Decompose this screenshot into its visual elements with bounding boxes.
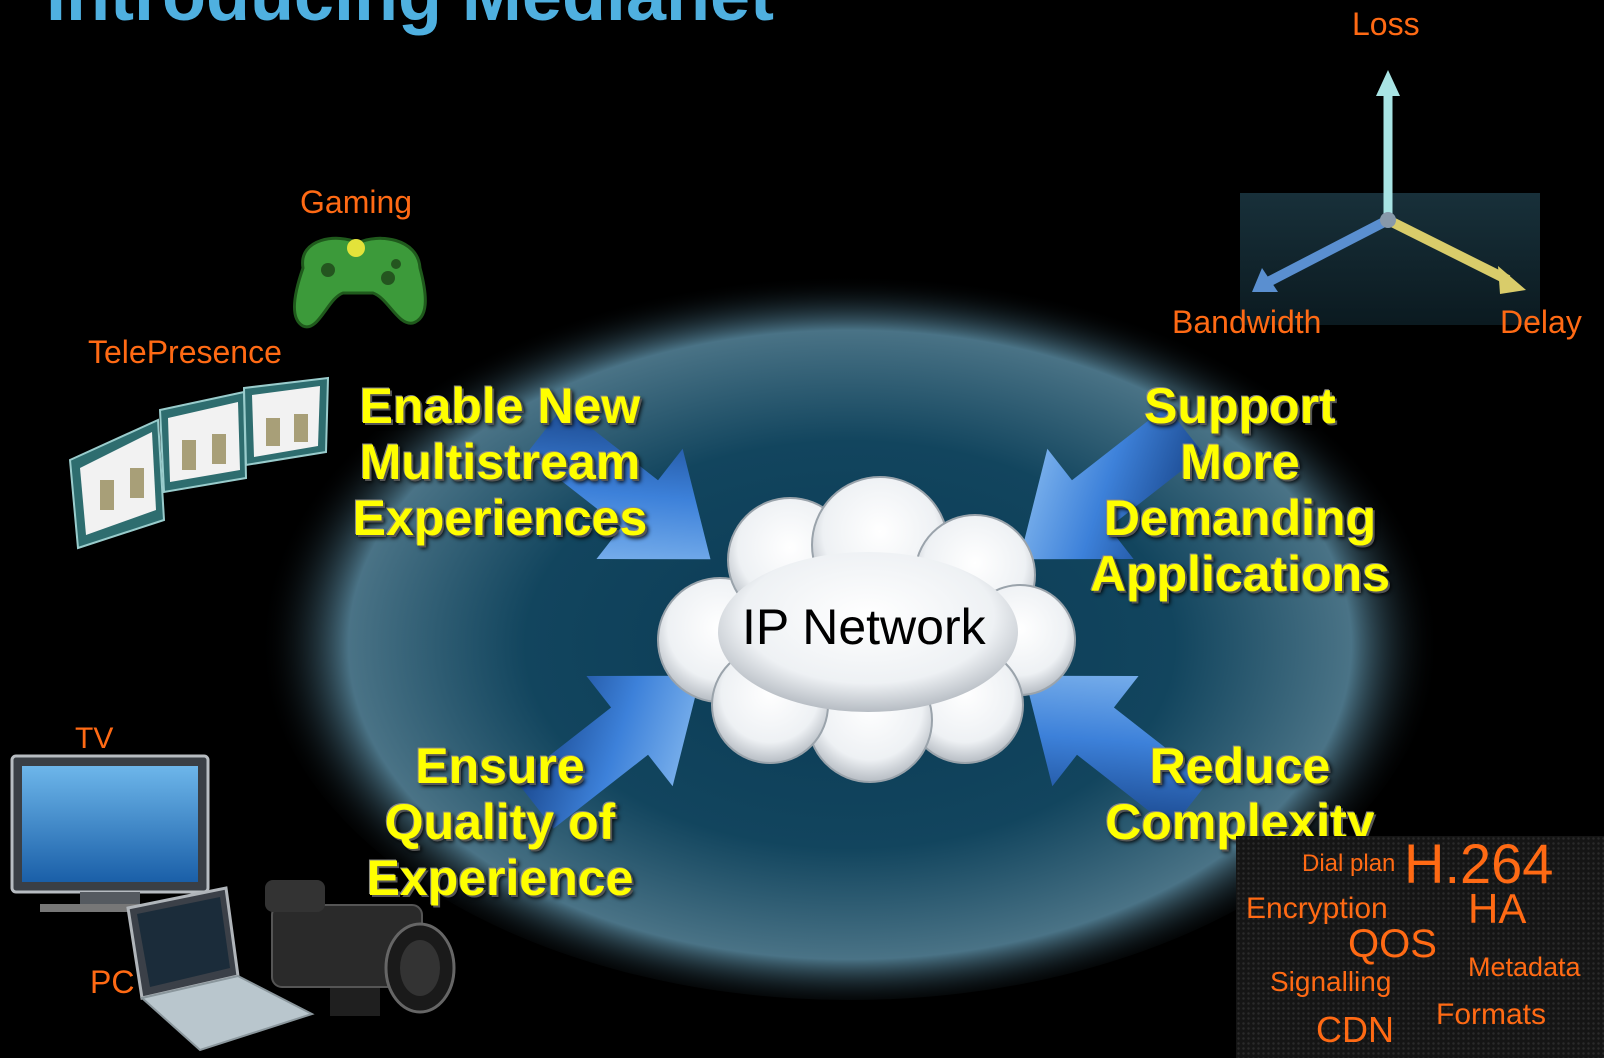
complexity-tag-cloud: Dial plan H.264 Encryption HA QOS Metada…	[1236, 836, 1604, 1058]
tag-metadata: Metadata	[1468, 952, 1581, 982]
cloud-label: IP Network	[742, 599, 986, 655]
laptop-icon	[126, 886, 315, 1052]
arrow-bottom-left	[516, 675, 701, 829]
tag-cdn: CDN	[1316, 1009, 1394, 1050]
label-gaming: Gaming	[300, 184, 413, 220]
loss-bandwidth-delay-axes	[1240, 70, 1540, 325]
label-tv: TV	[75, 722, 114, 755]
tag-dial-plan: Dial plan	[1302, 850, 1396, 877]
axis-label-bandwidth: Bandwidth	[1172, 304, 1322, 340]
gamepad-icon	[293, 236, 427, 329]
goal-support-demanding-apps: Support More Demanding Applications	[1089, 378, 1391, 602]
camcorder-icon	[265, 880, 456, 1016]
tag-ha: HA	[1468, 885, 1527, 932]
arrow-top-left	[526, 406, 711, 560]
telepresence-icon	[68, 376, 330, 550]
label-telepresence: TelePresence	[88, 334, 282, 370]
tv-icon	[10, 754, 210, 912]
tag-encryption: Encryption	[1246, 892, 1388, 925]
axis-label-loss: Loss	[1352, 6, 1420, 42]
goal-ensure-quality: Ensure Quality of Experience	[366, 738, 634, 906]
label-pc: PC	[90, 964, 135, 1000]
goal-reduce-complexity: Reduce Complexity	[1105, 738, 1375, 850]
tag-signalling: Signalling	[1270, 966, 1392, 997]
tag-formats: Formats	[1436, 998, 1547, 1031]
tag-qos: QOS	[1348, 922, 1437, 966]
slide-title: Introducing Medianet	[46, 0, 774, 32]
axis-label-delay: Delay	[1500, 304, 1582, 340]
arrow-top-right	[1019, 406, 1204, 560]
goal-enable-new-multistream: Enable New Multistream Experiences	[352, 378, 648, 546]
tag-h264: H.264	[1404, 832, 1554, 895]
arrow-bottom-right	[1024, 675, 1209, 829]
